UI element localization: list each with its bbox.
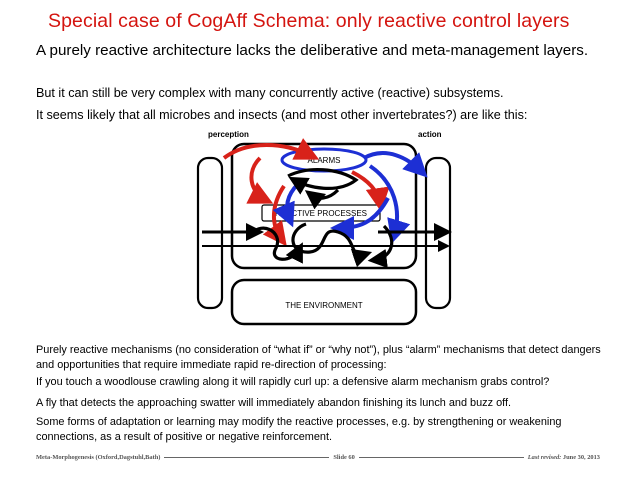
black-arrow-tangle-2 — [291, 222, 373, 268]
central-box — [230, 142, 418, 270]
blue-arrow-right-down — [368, 164, 411, 244]
footer-revised-label: Last revised: — [527, 453, 562, 461]
paragraph-complexity: But it can still be very complex with ma… — [36, 86, 504, 100]
perception-label: perception — [208, 130, 249, 139]
red-arrow-left-top — [222, 138, 320, 160]
point-woodlouse: If you touch a woodlouse crawling along … — [36, 376, 550, 388]
black-arrow-tangle-5 — [367, 224, 394, 269]
red-arrow-right-loop — [351, 170, 390, 212]
lead-text: A purely reactive architecture lacks the… — [36, 42, 589, 59]
footer-slide-number: Slide 60 — [333, 453, 355, 461]
footer: Meta-Morphogenesis (Oxford,Dagstuhl,Bath… — [36, 450, 600, 464]
blue-arrow-into-reactive — [330, 197, 390, 240]
environment-label: THE ENVIRONMENT — [285, 301, 362, 310]
footer-source: Meta-Morphogenesis (Oxford,Dagstuhl,Bath… — [36, 453, 161, 461]
reactive-processes-label: REACTIVE PROCESSES — [275, 209, 367, 218]
environment-box — [230, 278, 418, 326]
point-adaptation: Some forms of adaptation or learning may… — [36, 416, 562, 443]
point-fly: A fly that detects the approaching swatt… — [36, 397, 512, 409]
alarms-label: ALARMS — [308, 156, 341, 165]
action-label: action — [418, 130, 442, 139]
footer-rule-right — [358, 456, 524, 458]
paragraph-invertebrates: It seems likely that all microbes and in… — [36, 108, 528, 122]
footer-revised-date: June 30, 2013 — [562, 453, 600, 461]
point-reactive-mechanisms: Purely reactive mechanisms (no considera… — [36, 344, 601, 371]
black-arrow-tangle-1 — [287, 168, 359, 195]
red-arrow-left-loop — [246, 156, 274, 204]
slide-title: Special case of CogAff Schema: only reac… — [48, 10, 570, 32]
blue-arrow-right-top — [363, 151, 428, 178]
cogaff-reactive-diagram: perception action ALARMS REACTIVE PROCES… — [196, 130, 452, 326]
black-arrow-tangle-4 — [304, 188, 340, 210]
footer-rule-left — [164, 456, 330, 458]
